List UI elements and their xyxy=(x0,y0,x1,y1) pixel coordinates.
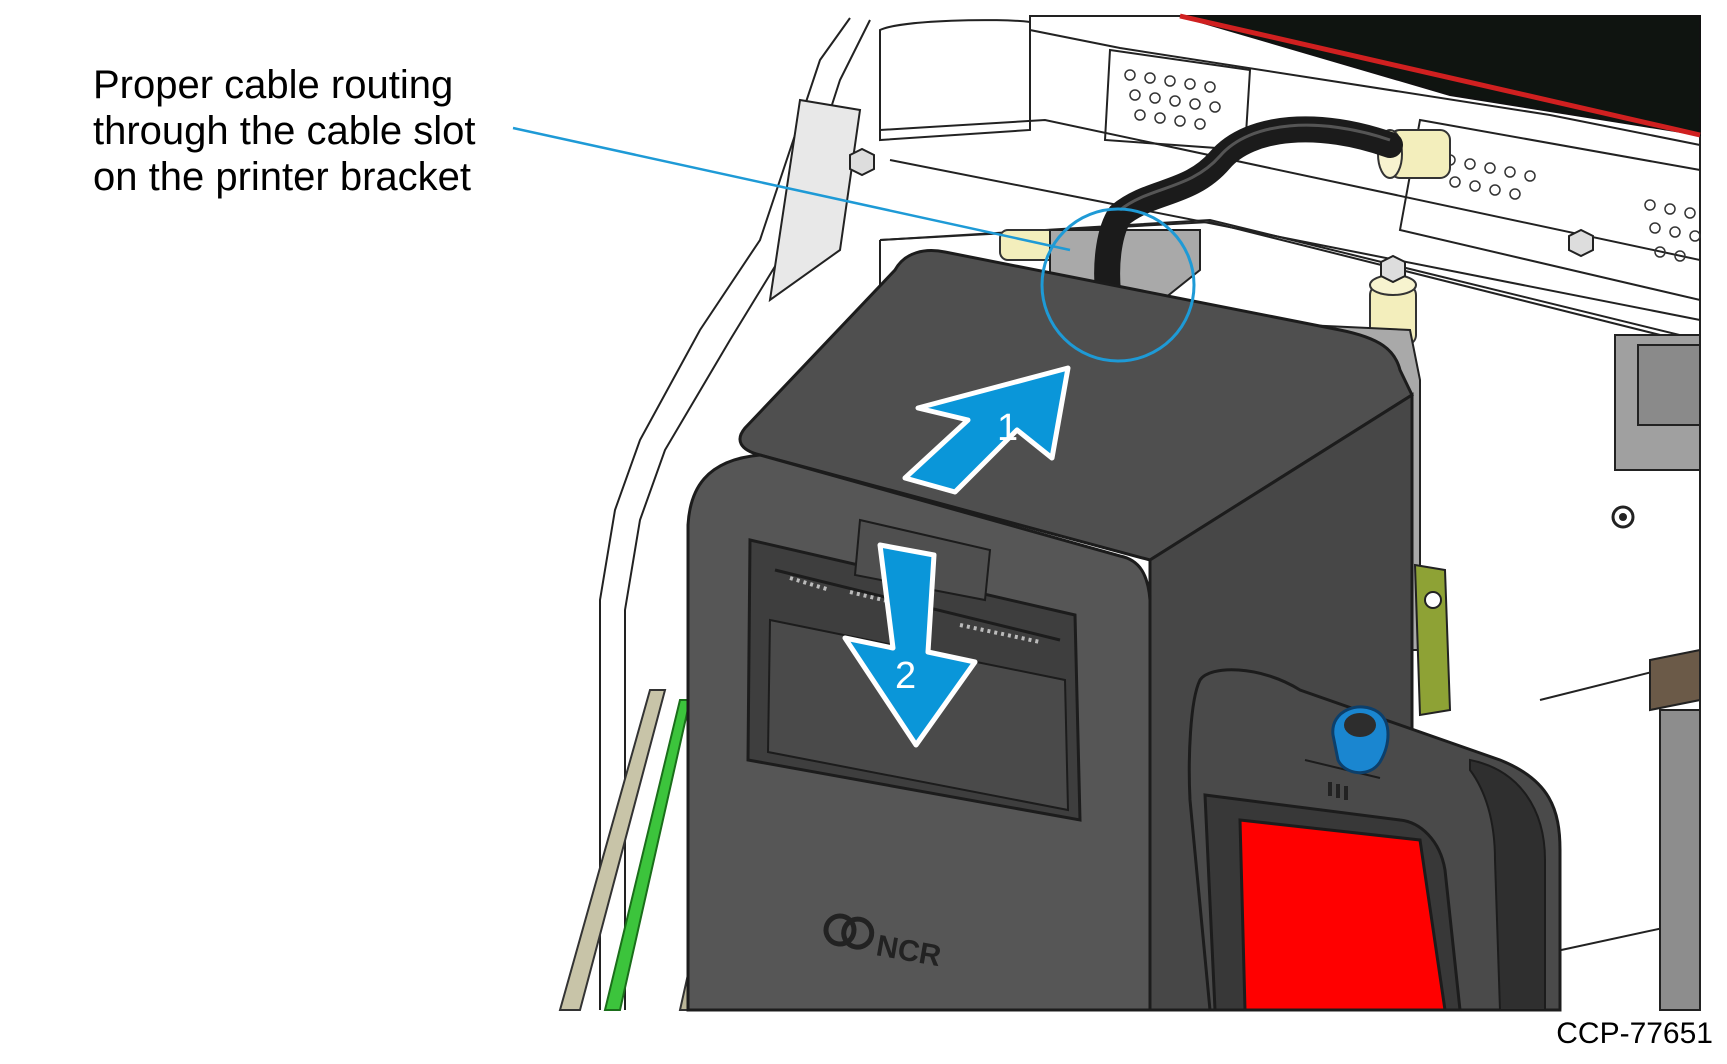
arrow-step-1-icon xyxy=(902,365,1071,495)
step-1-label: 1 xyxy=(997,407,1018,449)
right-rail xyxy=(1649,648,1701,1011)
callout-line-3: on the printer bracket xyxy=(93,155,471,199)
callout-leader-line xyxy=(512,126,1071,252)
figure-id: CCP-77651 xyxy=(1556,1017,1713,1050)
printer-cable xyxy=(1094,116,1403,305)
step-2-label: 2 xyxy=(895,655,916,697)
hardware xyxy=(849,129,1701,529)
scanner xyxy=(1187,668,1562,1012)
callout-line-2: through the cable slot xyxy=(93,109,476,153)
arrow-step-2-icon xyxy=(842,542,978,748)
kiosk-frame xyxy=(599,13,1701,1010)
callout-circle-icon xyxy=(1040,207,1196,363)
ncr-logo-icon xyxy=(823,913,875,950)
callout-text: Proper cable routing through the cable s… xyxy=(93,62,475,200)
callout-line-1: Proper cable routing xyxy=(93,63,454,107)
perforations xyxy=(1124,69,1701,262)
